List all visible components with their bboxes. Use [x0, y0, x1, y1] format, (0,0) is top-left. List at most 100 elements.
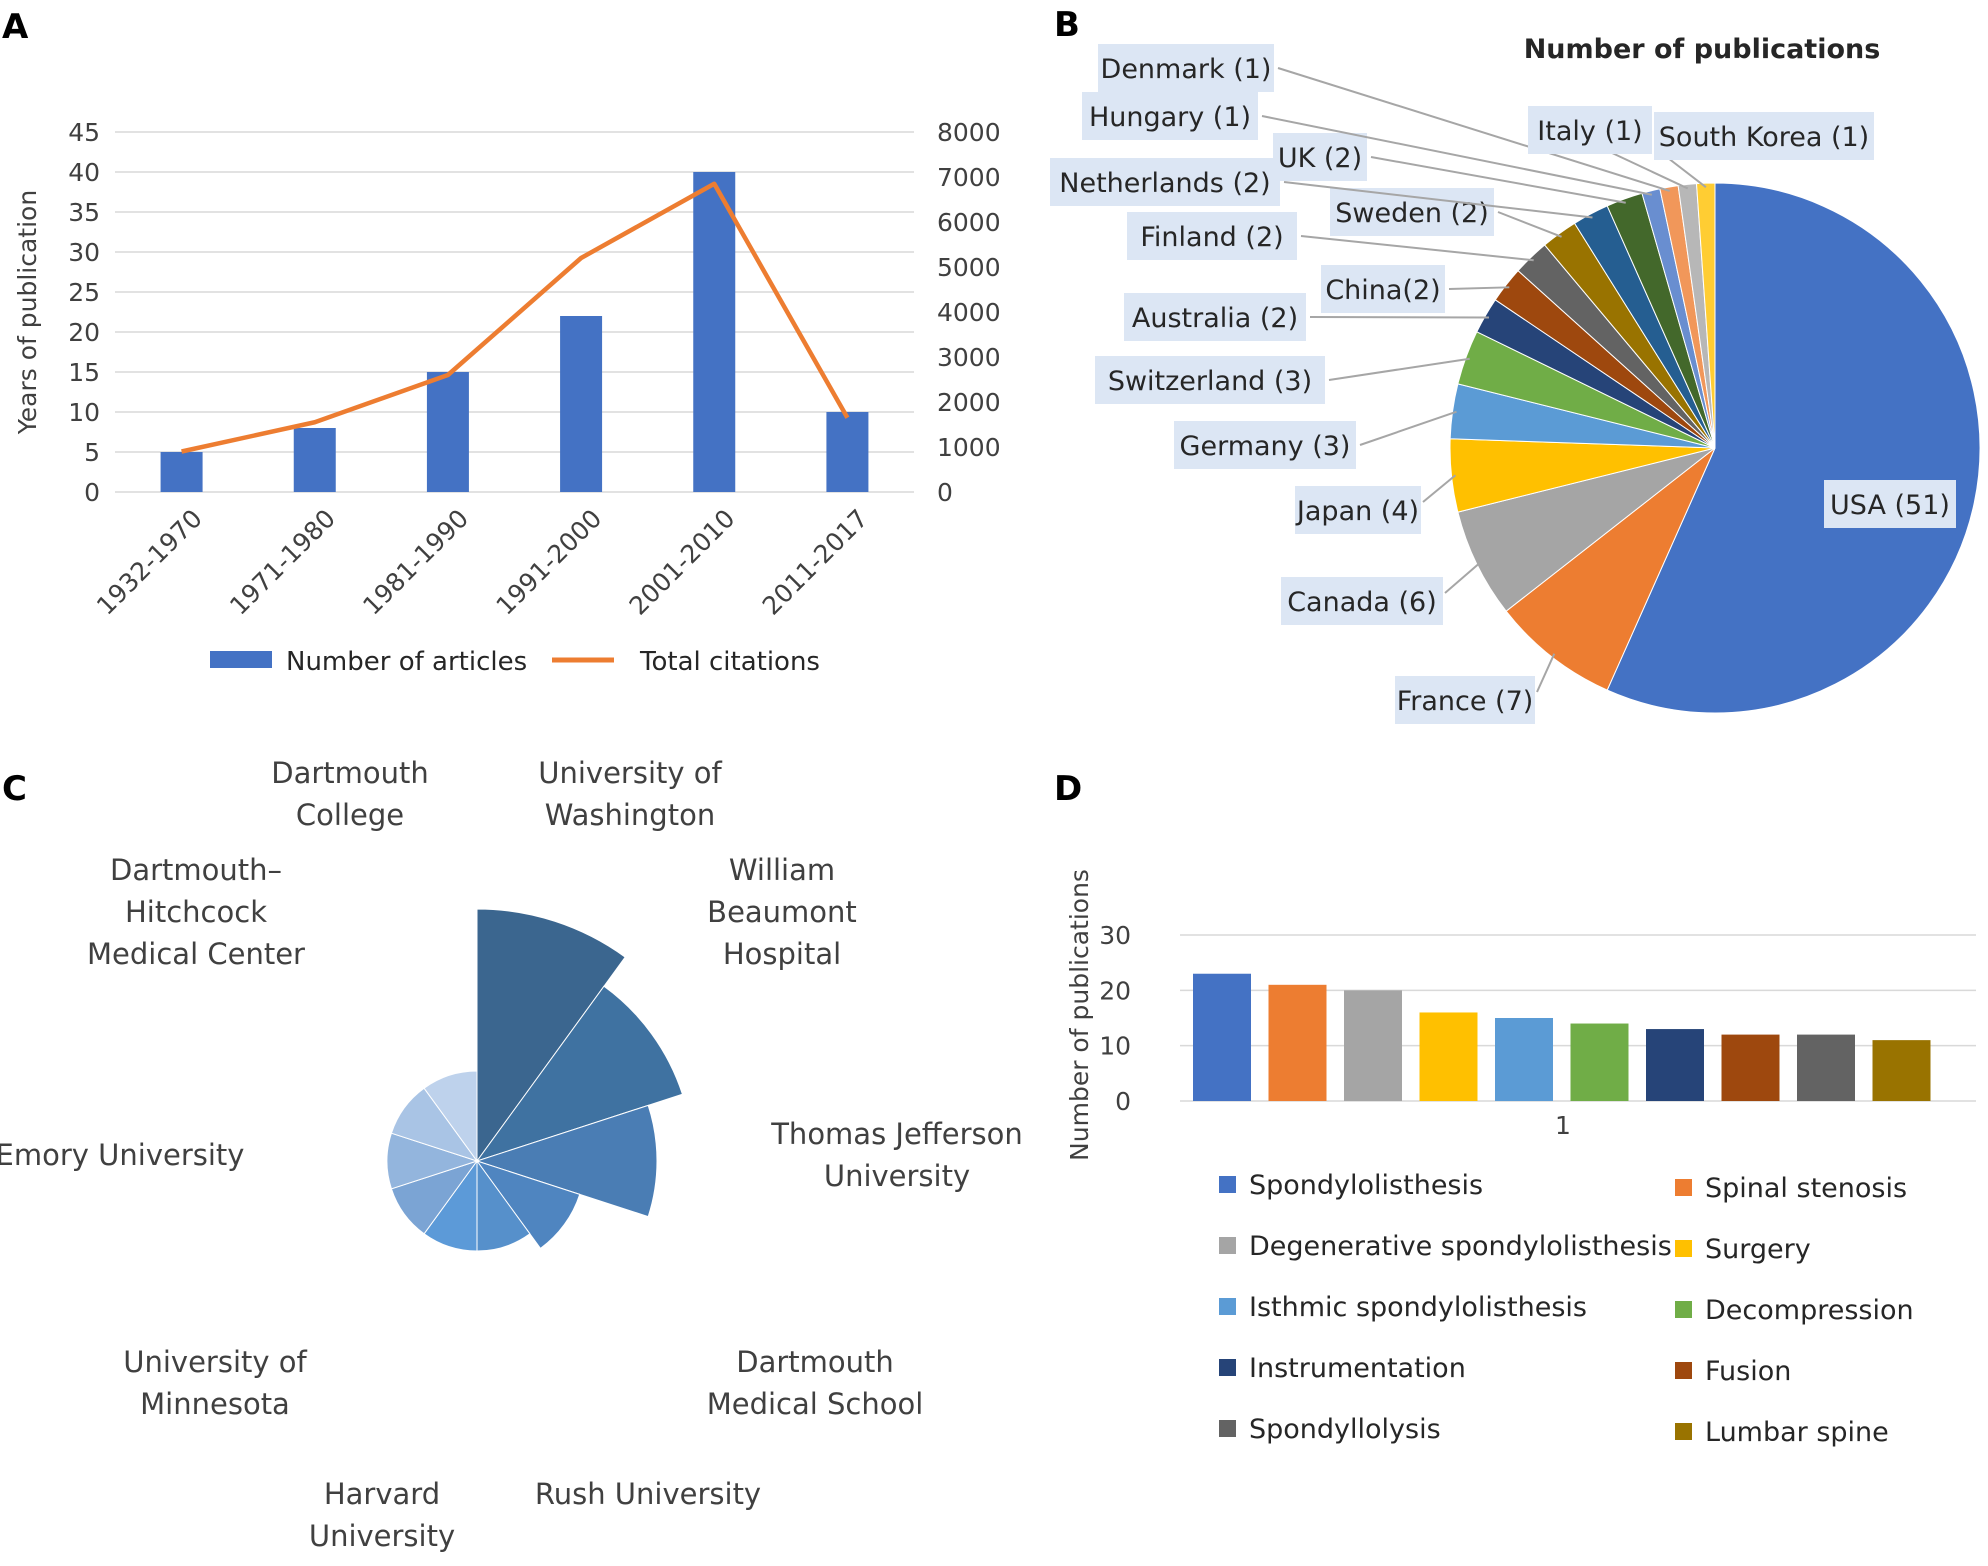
y2-tick-label-a: 0 — [937, 478, 953, 507]
legend-swatch-keyword — [1219, 1420, 1236, 1437]
pie-slice — [1457, 447, 1716, 612]
legend-label-articles: Number of articles — [286, 647, 527, 677]
x-tick-label-a: 2011-2017 — [757, 504, 874, 621]
pie-label-box — [1098, 44, 1274, 92]
rose-label-line: Medical Center — [87, 937, 305, 971]
legend-label-keyword: Instrumentation — [1249, 1353, 1466, 1384]
rose-label-line: Hospital — [723, 937, 841, 971]
y-tick-label-a: 30 — [68, 238, 100, 267]
pie-label-box — [1528, 106, 1652, 154]
y-tick-label-a: 45 — [68, 118, 100, 147]
pie-slice — [1695, 182, 1716, 449]
pie-label-box — [1395, 676, 1535, 724]
rose-label-line: University of — [123, 1345, 307, 1379]
legend-label-keyword: Degenerative spondylolisthesis — [1249, 1231, 1672, 1262]
rose-label-line: University — [309, 1519, 455, 1553]
rose-sector — [475, 1104, 658, 1218]
line-total-citations — [181, 181, 850, 454]
rose-label-line: Beaumont — [707, 895, 857, 929]
panel-b-letter: B — [1054, 5, 1080, 45]
bar-articles — [426, 372, 469, 492]
y-tick-label-a: 10 — [68, 398, 100, 427]
x-tick-label-a: 1981-1990 — [357, 504, 474, 621]
legend-label-keyword: Spondylolisthesis — [1249, 1170, 1483, 1201]
pie-leader-line — [1309, 316, 1489, 319]
legend-label-keyword: Spondyllolysis — [1249, 1414, 1441, 1445]
legend-label-keyword: Spinal stenosis — [1705, 1173, 1907, 1204]
rose-label-line: Rush University — [535, 1477, 761, 1511]
y2-tick-label-a: 6000 — [937, 208, 1001, 237]
rose-label-line: Medical School — [707, 1387, 924, 1421]
pie-label-box — [1124, 293, 1306, 341]
pie-label: South Korea (1) — [1659, 122, 1869, 153]
legend-label-keyword: Fusion — [1705, 1356, 1791, 1387]
rose-label-line: Dartmouth — [736, 1345, 894, 1379]
pie-label: China(2) — [1325, 275, 1440, 306]
legend-swatch-keyword — [1675, 1362, 1692, 1379]
rose-label-line: William — [729, 853, 835, 887]
rose-label-line: Dartmouth — [271, 756, 429, 790]
y2-tick-label-a: 7000 — [937, 163, 1001, 192]
pie-label-box — [1654, 112, 1874, 160]
y-axis-label-a: Years of publication — [13, 190, 42, 435]
y2-tick-label-a: 5000 — [937, 253, 1001, 282]
pie-label-box — [1082, 92, 1258, 140]
rose-label-line: Harvard — [324, 1477, 440, 1511]
y2-tick-label-a: 4000 — [937, 298, 1001, 327]
x-tick-label-a: 1932-1970 — [91, 504, 208, 621]
y2-tick-label-a: 8000 — [937, 118, 1001, 147]
rose-label: Rush University — [535, 1477, 761, 1511]
rose-label-line: College — [296, 798, 404, 832]
pie-label: Japan (4) — [1295, 496, 1419, 527]
y2-tick-label-a: 2000 — [937, 388, 1001, 417]
rose-label-line: Washington — [545, 798, 715, 832]
pie-label: Australia (2) — [1132, 303, 1298, 334]
legend-swatch-keyword — [1675, 1179, 1692, 1196]
panel-a-letter: A — [2, 7, 29, 47]
pie-leader-line — [1359, 410, 1457, 446]
pie-label: UK (2) — [1278, 143, 1362, 174]
y-tick-label-d: 0 — [1115, 1087, 1131, 1116]
pie-leader-line — [1277, 67, 1670, 192]
legend-label-keyword: Lumbar spine — [1705, 1417, 1889, 1448]
bar-articles — [826, 412, 869, 492]
rose-label: Emory University — [0, 1138, 244, 1172]
pie-label: Netherlands (2) — [1059, 168, 1270, 199]
pie-leader-line — [1609, 151, 1689, 190]
x-tick-label-a: 1991-2000 — [490, 504, 607, 621]
bar-keyword — [1495, 1018, 1553, 1101]
pie-label-box — [1321, 265, 1445, 313]
pie-label: France (7) — [1397, 686, 1534, 717]
pie-label: Hungary (1) — [1089, 102, 1251, 133]
legend-swatch-keyword — [1219, 1359, 1236, 1376]
pie-slice — [1606, 182, 1981, 714]
y-tick-label-d: 30 — [1099, 921, 1131, 950]
rose-label-line: Thomas Jefferson — [770, 1117, 1023, 1151]
y-tick-label-a: 0 — [84, 478, 100, 507]
pie-label: Finland (2) — [1140, 222, 1283, 253]
y-tick-label-d: 10 — [1099, 1032, 1131, 1061]
x-tick-label-a: 2001-2010 — [624, 504, 741, 621]
pie-leader-line — [1300, 235, 1534, 262]
bar-keyword — [1721, 1034, 1780, 1101]
legend-swatch-keyword — [1675, 1240, 1692, 1257]
y-tick-label-a: 40 — [68, 158, 100, 187]
legend-swatch-keyword — [1675, 1423, 1692, 1440]
legend-label-keyword: Surgery — [1705, 1234, 1811, 1265]
bar-keyword — [1193, 973, 1251, 1101]
y2-tick-label-a: 3000 — [937, 343, 1001, 372]
pie-leader-line — [1370, 156, 1626, 204]
y-tick-label-a: 15 — [68, 358, 100, 387]
y-tick-label-a: 35 — [68, 198, 100, 227]
pie-label: USA (51) — [1830, 490, 1950, 521]
bar-keyword — [1872, 1040, 1931, 1101]
y-tick-label-d: 20 — [1099, 976, 1131, 1005]
